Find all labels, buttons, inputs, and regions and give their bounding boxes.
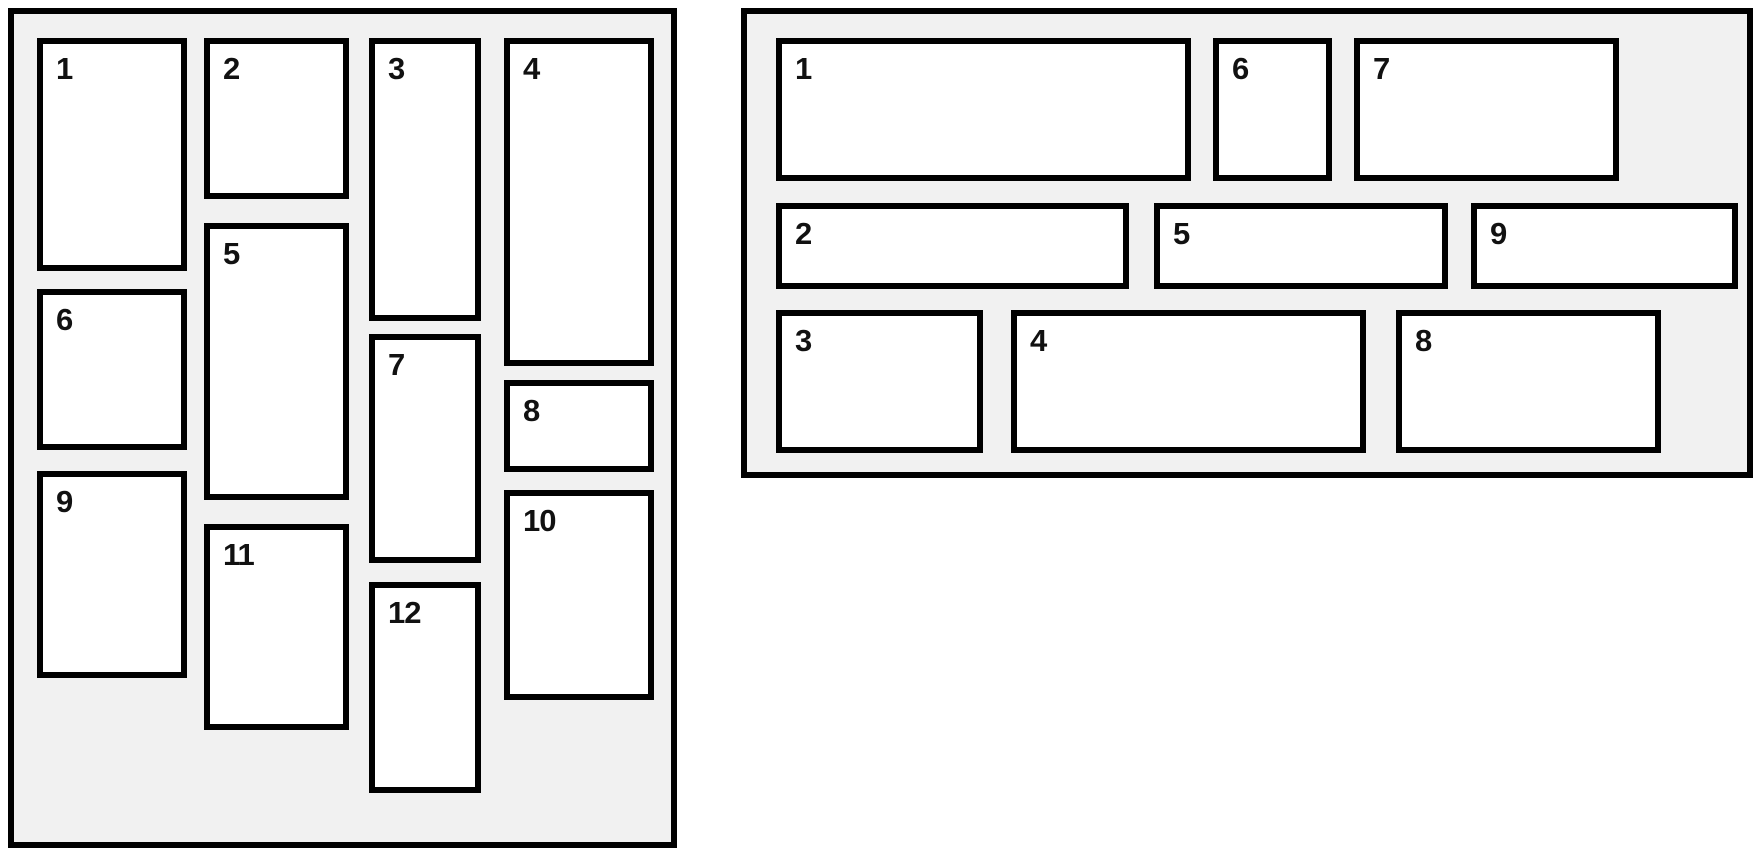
item-number: 8: [1415, 323, 1432, 358]
horizontal-masonry-item-7: 7: [1354, 38, 1619, 181]
item-number: 5: [223, 236, 240, 271]
horizontal-masonry-item-3: 3: [776, 310, 983, 453]
item-number: 6: [1232, 51, 1249, 86]
horizontal-masonry-item-2: 2: [776, 203, 1129, 289]
horizontal-masonry-panel: 1 2 3 4 5 6 7 8 9: [741, 8, 1753, 478]
item-number: 1: [795, 51, 812, 86]
horizontal-masonry-item-9: 9: [1471, 203, 1738, 289]
vertical-masonry-item-1: 1: [37, 38, 187, 271]
item-number: 10: [523, 503, 556, 538]
item-number: 4: [523, 51, 540, 86]
horizontal-masonry-item-5: 5: [1154, 203, 1448, 289]
vertical-masonry-item-4: 4: [504, 38, 654, 366]
vertical-masonry-item-9: 9: [37, 471, 187, 678]
vertical-masonry-item-11: 11: [204, 524, 349, 730]
vertical-masonry-item-8: 8: [504, 380, 654, 472]
item-number: 5: [1173, 216, 1190, 251]
vertical-masonry-item-5: 5: [204, 223, 349, 500]
item-number: 7: [388, 347, 405, 382]
horizontal-masonry-item-6: 6: [1213, 38, 1332, 181]
vertical-masonry-item-7: 7: [369, 334, 481, 563]
item-number: 7: [1373, 51, 1390, 86]
item-number: 2: [795, 216, 812, 251]
item-number: 1: [56, 51, 73, 86]
item-number: 9: [56, 484, 73, 519]
vertical-masonry-item-2: 2: [204, 38, 349, 199]
item-number: 9: [1490, 216, 1507, 251]
vertical-masonry-item-6: 6: [37, 289, 187, 450]
item-number: 3: [795, 323, 812, 358]
horizontal-masonry-item-1: 1: [776, 38, 1191, 181]
horizontal-masonry-item-8: 8: [1396, 310, 1661, 453]
item-number: 2: [223, 51, 240, 86]
vertical-masonry-item-10: 10: [504, 490, 654, 700]
horizontal-masonry-item-4: 4: [1011, 310, 1366, 453]
item-number: 11: [223, 537, 255, 572]
item-number: 4: [1030, 323, 1047, 358]
item-number: 12: [388, 595, 421, 630]
vertical-masonry-item-12: 12: [369, 582, 481, 793]
item-number: 8: [523, 393, 540, 428]
item-number: 6: [56, 302, 73, 337]
vertical-masonry-item-3: 3: [369, 38, 481, 321]
item-number: 3: [388, 51, 405, 86]
